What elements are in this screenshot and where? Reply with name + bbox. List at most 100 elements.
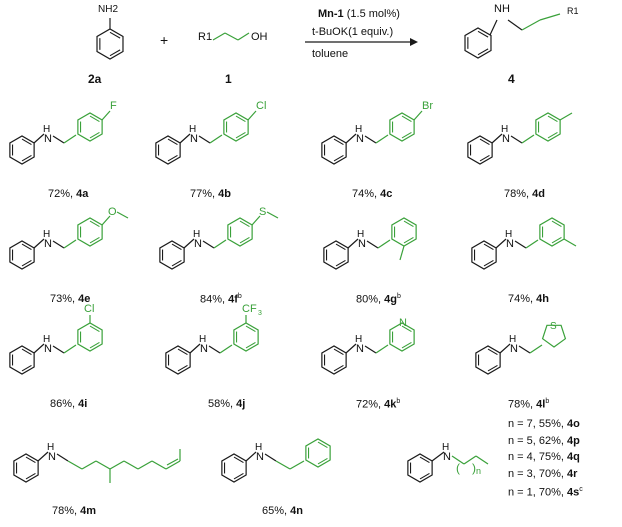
- cmpd-4g-phenyl-ring: [323, 240, 349, 270]
- cmpd-4e-n-bond: [33, 238, 45, 249]
- cmpd-4m-chain-bond: [81, 460, 97, 470]
- yield-label-4l: 78%, 4lb: [508, 398, 549, 411]
- cmpd-4i-n-bond: [52, 345, 65, 354]
- thiophene-s-label: S: [550, 321, 557, 332]
- entry-text: n = 5, 62%,: [508, 434, 568, 447]
- methyl-bond: [266, 211, 279, 219]
- br-label: Br: [422, 100, 433, 112]
- alkyl-series-entry: n = 7, 55%, 4o: [508, 416, 583, 433]
- yield-value: 86%,: [50, 398, 79, 410]
- cmpd-4d-aryl-ring: [535, 112, 561, 142]
- compound-id: 4r: [567, 467, 578, 480]
- cmpd-4l-n-bond: [499, 343, 511, 354]
- cmpd-4e-ch2-bond: [63, 239, 77, 249]
- cmpd-4f-n-label: N: [194, 238, 202, 250]
- cmpd-4m-n-bond: [37, 451, 49, 462]
- cmpd-4d-n-bond: [510, 135, 523, 144]
- footnote-marker: c: [579, 486, 583, 493]
- yield-value: 72%,: [356, 398, 385, 411]
- yield-label-4a: 72%, 4a: [48, 188, 88, 200]
- cmpd-4j-ch2-bond: [219, 344, 233, 354]
- alkyl-series-n-subscript: n: [476, 466, 481, 476]
- cmpd-4j-aryl-ring: [233, 322, 259, 352]
- cmpd-4f-n-bond: [202, 240, 215, 249]
- cmpd-4j-n-bond: [208, 345, 221, 354]
- ch2-bond: [521, 19, 541, 31]
- reactant-1-label: 1: [225, 72, 232, 86]
- cmpd-4f-n-bond: [183, 238, 195, 249]
- catalyst-line: Mn-1 (1.5 mol%): [318, 8, 400, 20]
- alkyl-bond: [224, 32, 239, 41]
- cmpd-4k-n-bond: [345, 343, 357, 354]
- compound-id: 4h: [536, 293, 549, 305]
- cmpd-4n-n-bond: [264, 453, 277, 462]
- compound-id: 4k: [384, 398, 397, 411]
- yield-label-4c: 74%, 4c: [352, 188, 392, 200]
- r-bond: [539, 13, 561, 21]
- cmpd-4k-ch2-bond: [375, 344, 389, 354]
- alkyl-series-chain-bond: [451, 455, 465, 465]
- compound-id: 4n: [290, 505, 303, 517]
- yield-value: 74%,: [352, 188, 381, 200]
- cmpd-4k-phenyl-ring: [321, 345, 347, 375]
- cmpd-4d-phenyl-ring: [467, 135, 493, 165]
- cmpd-4a-n-bond: [33, 133, 45, 144]
- yield-value: 78%,: [504, 188, 533, 200]
- arrow-head: [410, 38, 418, 46]
- cmpd-4j-phenyl-ring: [165, 345, 191, 375]
- thiophene-ring: [541, 324, 567, 348]
- cmpd-4a-ch2-bond: [63, 134, 77, 144]
- yield-value: 72%,: [48, 188, 77, 200]
- compound-id: 4l: [536, 398, 546, 411]
- compound-id: 4d: [532, 188, 545, 200]
- cmpd-4a-n-label: N: [44, 133, 52, 145]
- compound-id: 4g: [384, 293, 397, 306]
- cmpd-4g-n-bond: [366, 240, 379, 249]
- yield-label-4g: 80%, 4gb: [356, 293, 401, 306]
- br-bond: [413, 110, 423, 121]
- alkyl-series-paren: ): [472, 461, 476, 475]
- cmpd-4m-chain-bond: [123, 460, 139, 470]
- cmpd-4c-aryl-ring: [389, 112, 415, 142]
- cmpd-4h-n-bond: [514, 240, 527, 249]
- alkyl-series-entry: n = 5, 62%, 4p: [508, 433, 583, 450]
- cmpd-4d-ch2-bond: [521, 134, 535, 144]
- cmpd-4l-n-label: N: [510, 343, 518, 355]
- base-label: t-BuOK(1 equiv.): [312, 26, 394, 38]
- cf3-label: CF: [242, 303, 257, 315]
- cmpd-4g-n-bond: [347, 238, 359, 249]
- n-bond: [489, 19, 498, 36]
- footnote-marker: b: [396, 398, 401, 405]
- cmpd-4i-ch2-bond: [63, 344, 77, 354]
- cmpd-4m-chain-bond: [67, 460, 83, 470]
- compound-id: 4p: [567, 434, 580, 447]
- cmpd-4d-n-bond: [491, 133, 503, 144]
- compound-id: 4e: [78, 293, 91, 305]
- yield-label-4h: 74%, 4h: [508, 293, 549, 305]
- cmpd-4n-n-label: N: [256, 451, 264, 463]
- cmpd-4a-n-bond: [52, 135, 65, 144]
- compound-id: 4f: [228, 293, 238, 306]
- footnote-marker: b: [396, 293, 401, 300]
- cmpd-4b-n-label: N: [190, 133, 198, 145]
- yield-label-4b: 77%, 4b: [190, 188, 231, 200]
- yield-label-4k: 72%, 4kb: [356, 398, 400, 411]
- cmpd-4m-n-label: N: [48, 451, 56, 463]
- cmpd-4a-aryl-ring: [77, 112, 103, 142]
- compound-id: 4b: [218, 188, 231, 200]
- yield-label-4m: 78%, 4m: [52, 505, 96, 517]
- alkyl-series-phenyl-ring: [407, 453, 433, 483]
- nh2-label: NH2: [98, 4, 119, 15]
- cmpd-4k-n-label: N: [356, 343, 364, 355]
- compound-id: 4m: [80, 505, 97, 517]
- cmpd-4f-h-label: H: [193, 229, 200, 240]
- aniline-ring: [96, 28, 124, 60]
- cmpd-4m-n-bond: [56, 453, 69, 462]
- cmpd-4g-h-label: H: [357, 229, 364, 240]
- plus-sign: +: [160, 32, 169, 48]
- cmpd-4h-h-label: H: [505, 229, 512, 240]
- compound-id: 4c: [380, 188, 393, 200]
- cmpd-4m-chain-bond: [165, 460, 181, 470]
